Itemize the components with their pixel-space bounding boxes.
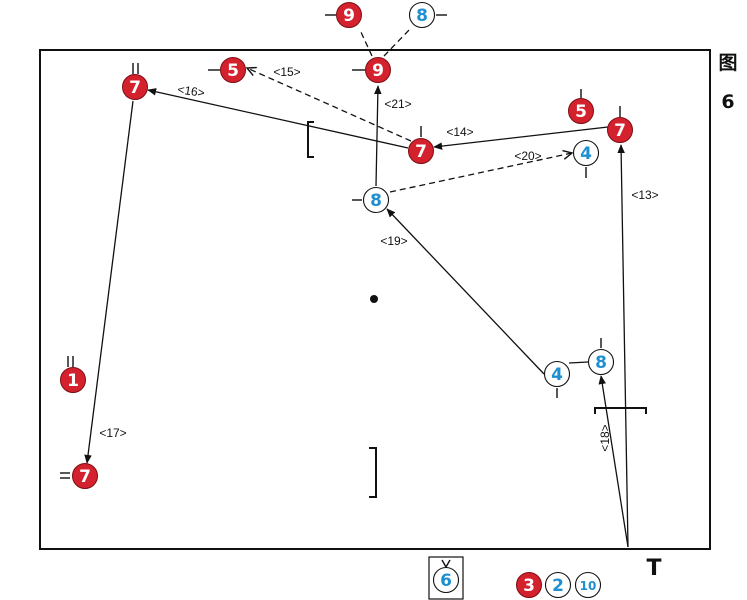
ball-circle [408, 1, 436, 29]
ball-circle [362, 186, 390, 214]
playing-area-border [39, 49, 711, 550]
ball-circle [365, 57, 391, 83]
ball-number: 7 [129, 78, 141, 98]
route-label-21: <21> [384, 97, 411, 111]
ball-number: 4 [551, 365, 563, 385]
ball-number: 7 [415, 142, 427, 162]
ball-red-7-top-left: 7 [122, 74, 148, 100]
ball-circle [408, 138, 434, 164]
ball-blue-4-lower: 4 [543, 360, 571, 388]
ball-red-1-left: 1 [60, 367, 86, 393]
bracket-lower-right [594, 407, 647, 414]
ball-red-9-outside: 9 [336, 2, 362, 28]
route-line [386, 208, 545, 375]
ball-circle [122, 74, 148, 100]
ball-circle [574, 571, 602, 599]
ball-tick-marks [60, 14, 621, 569]
ball-circle [568, 98, 594, 124]
route-label-20: <20> [514, 149, 541, 163]
route-line [433, 126, 609, 150]
ball-circle [587, 348, 615, 376]
ball-blue-6-box: 6 [428, 556, 464, 600]
ball-number: 8 [370, 191, 382, 211]
route-label-19: <19> [380, 234, 407, 248]
route-label-16: <16> [177, 82, 206, 100]
ball-red-3-bottom: 3 [516, 572, 542, 598]
route-line [147, 88, 409, 149]
ball-circle [72, 463, 98, 489]
ball-number: 8 [595, 353, 607, 373]
ball-blue-8-outside: 8 [408, 1, 436, 29]
ball-circle [220, 57, 246, 83]
bracket-lower-center [369, 447, 377, 498]
ball-circle [336, 2, 362, 28]
ball-number: 10 [580, 579, 597, 593]
ball-red-5-top-left: 5 [220, 57, 246, 83]
route-label-18: <18> [598, 424, 612, 451]
route-label-17: <17> [99, 426, 126, 440]
ball-red-9-center: 9 [365, 57, 391, 83]
route-labels: <13> <14> <15> <16> <17> <18> <19> <20> <21> [99, 65, 658, 452]
route-line [383, 27, 412, 57]
ball-number: 7 [79, 467, 91, 487]
route-line [568, 361, 589, 364]
figure-caption: 图 6 [718, 52, 738, 113]
ball-number: 8 [416, 6, 428, 26]
route-label-15: <15> [273, 65, 300, 79]
ball-blue-8-right: 8 [587, 348, 615, 376]
ball-number: 2 [552, 576, 564, 596]
ball-circle [516, 572, 542, 598]
ball-blue-2-bottom: 2 [544, 571, 572, 599]
ball-circle [60, 367, 86, 393]
route-line [84, 100, 134, 464]
ball-circle [544, 571, 572, 599]
route-line [374, 85, 382, 187]
route-line [389, 153, 572, 193]
ball-red-5-right: 5 [568, 98, 594, 124]
ball-box [428, 556, 464, 600]
ball-blue-8-center: 8 [362, 186, 390, 214]
ball-number: 4 [580, 144, 592, 164]
ball-number: 7 [614, 121, 626, 141]
ball-number: 9 [343, 6, 355, 26]
ball-blue-10-bottom: 10 [574, 571, 602, 599]
t-marker: T [646, 556, 661, 581]
ball-red-7-bottom-left: 7 [72, 463, 98, 489]
ball-number: 9 [372, 61, 384, 81]
route-line [598, 375, 629, 548]
route-label-13: <13> [631, 188, 658, 202]
ball-red-7-right: 7 [607, 117, 633, 143]
ball-circle [607, 117, 633, 143]
route-line [359, 29, 373, 57]
ball-circle [432, 566, 460, 594]
ball-circle [543, 360, 571, 388]
bracket-upper-left [307, 121, 314, 158]
route-label-14: <14> [446, 125, 473, 139]
center-spot [370, 295, 378, 303]
ball-number: 5 [575, 102, 587, 122]
ball-blue-4-top: 4 [572, 139, 600, 167]
ball-number: 5 [227, 61, 239, 81]
ball-number: 1 [67, 371, 79, 391]
ball-circle [572, 139, 600, 167]
route-lines [84, 27, 629, 548]
ball-number: 6 [440, 571, 452, 591]
ball-red-7-center: 7 [408, 138, 434, 164]
route-line [617, 144, 629, 548]
brackets [307, 121, 647, 498]
tick-mark [441, 559, 451, 569]
ball-number: 3 [523, 576, 535, 596]
